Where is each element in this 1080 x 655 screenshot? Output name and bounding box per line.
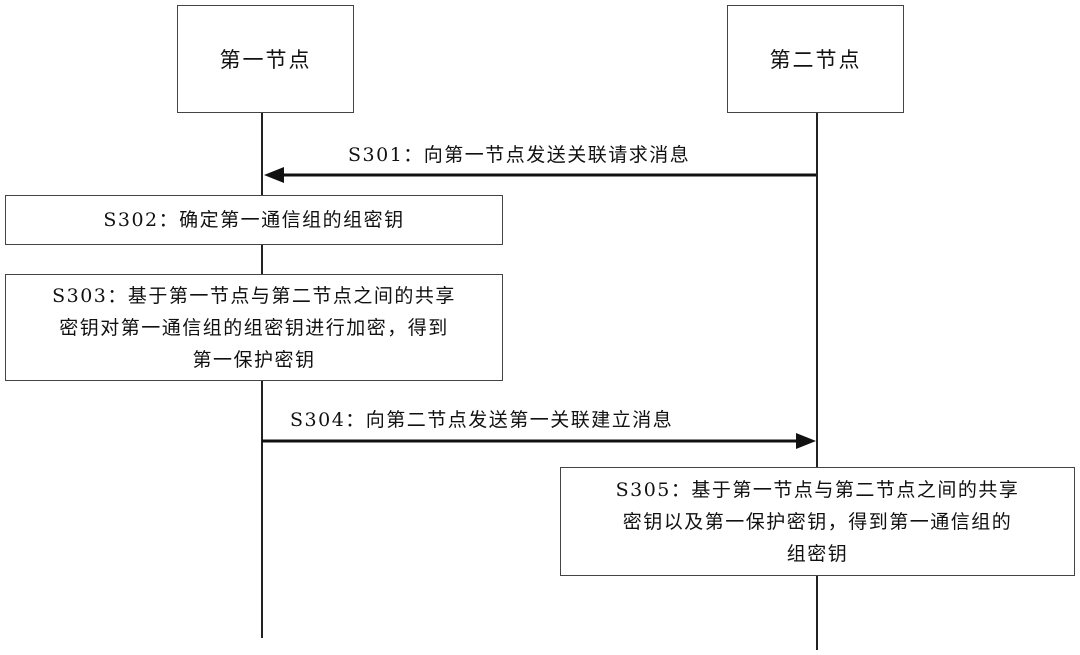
step-s302-box: S302：确定第一通信组的组密钥 xyxy=(5,195,503,245)
step-s302-line: S302：确定第一通信组的组密钥 xyxy=(103,209,405,231)
participant-node1-label: 第一节点 xyxy=(219,48,312,72)
step-s305-line: 密钥以及第一保护密钥，得到第一通信组的 xyxy=(622,510,1013,533)
message-s301-label: S301：向第一节点发送关联请求消息 xyxy=(348,144,691,166)
lifeline-node2 xyxy=(816,112,818,650)
message-s304-label: S304：向第二节点发送第一关联建立消息 xyxy=(290,409,674,431)
step-s305-box: S305：基于第一节点与第二节点之间的共享 密钥以及第一保护密钥，得到第一通信组… xyxy=(560,467,1075,576)
step-s303-box: S303：基于第一节点与第二节点之间的共享 密钥对第一通信组的组密钥进行加密，得… xyxy=(5,274,503,381)
step-s303-line: 密钥对第一通信组的组密钥进行加密，得到 xyxy=(59,316,449,339)
participant-node1: 第一节点 xyxy=(177,5,354,113)
step-s303-line: 第一保护密钥 xyxy=(192,348,316,371)
arrow-s304 xyxy=(262,433,816,449)
participant-node2-label: 第二节点 xyxy=(769,48,862,72)
arrow-s301 xyxy=(264,167,816,183)
participant-node2: 第二节点 xyxy=(727,5,904,113)
step-s303-line: S303：基于第一节点与第二节点之间的共享 xyxy=(52,284,456,307)
step-s305-line: S305：基于第一节点与第二节点之间的共享 xyxy=(615,478,1020,501)
step-s305-line: 组密钥 xyxy=(786,542,849,565)
